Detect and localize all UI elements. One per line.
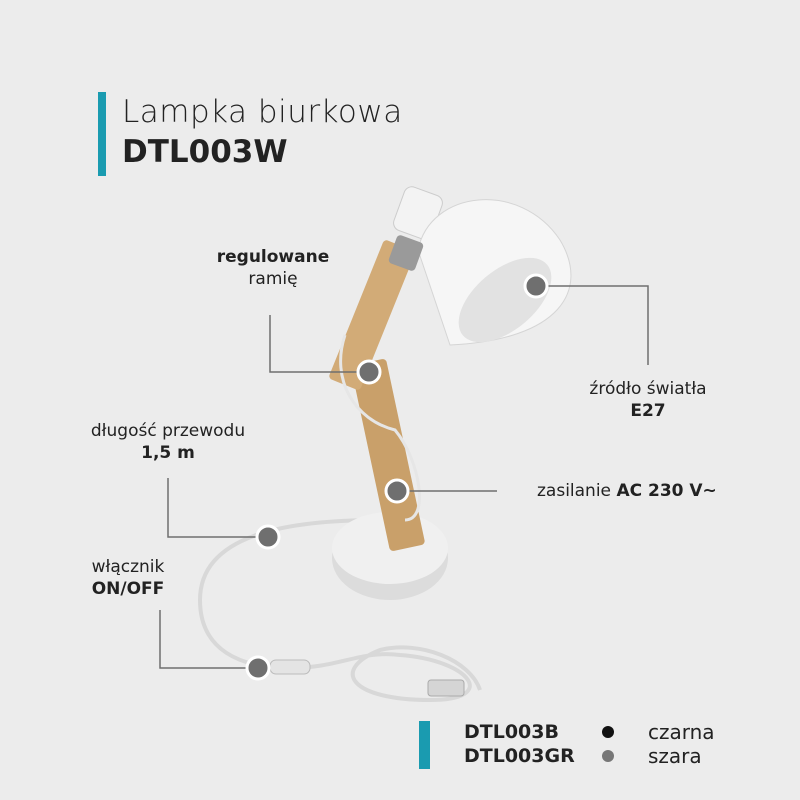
- variant-row: DTL003GR szara: [464, 744, 715, 768]
- lower-arm: [351, 359, 425, 551]
- product-type-title: Lampka biurkowa: [122, 94, 403, 130]
- color-swatch: [602, 750, 614, 762]
- power-bold: AC 230 V~: [616, 481, 717, 501]
- cable-text: długość przewodu: [90, 421, 246, 441]
- variant-code: DTL003GR: [464, 745, 575, 767]
- variant-color: czarna: [648, 720, 715, 744]
- light-text: źródło światła: [589, 379, 707, 399]
- product-model-title: DTL003W: [122, 134, 288, 170]
- callout-lines: [159, 285, 649, 669]
- cable-bold: 1,5 m: [141, 443, 195, 463]
- variant-row: DTL003B czarna: [464, 720, 715, 744]
- switch-bold: ON/OFF: [91, 579, 165, 599]
- callout-cable-length: długość przewodu 1,5 m: [48, 420, 288, 464]
- color-swatch: [602, 726, 614, 738]
- upper-arm: [329, 240, 415, 390]
- switch: [269, 659, 311, 675]
- light-bold: E27: [630, 401, 666, 421]
- power-cable: [197, 518, 482, 703]
- variant-list: DTL003B czarna DTL003GR szara: [464, 720, 715, 768]
- arm-text: ramię: [248, 269, 298, 289]
- arm-bold: regulowane: [216, 247, 330, 267]
- plug: [427, 679, 465, 697]
- legend-accent-bar: [419, 721, 430, 769]
- callout-light-source: źródło światła E27: [548, 378, 748, 422]
- callout-switch: włącznik ON/OFF: [48, 556, 208, 600]
- accent-bar: [98, 92, 106, 176]
- callout-dots: [245, 273, 549, 681]
- variant-color: szara: [648, 744, 702, 768]
- variant-code: DTL003B: [464, 721, 559, 743]
- switch-text: włącznik: [91, 557, 165, 577]
- power-text: zasilanie: [537, 481, 612, 501]
- callout-arm: regulowane ramię: [183, 246, 363, 290]
- callout-power: zasilanie AC 230 V~: [537, 480, 717, 502]
